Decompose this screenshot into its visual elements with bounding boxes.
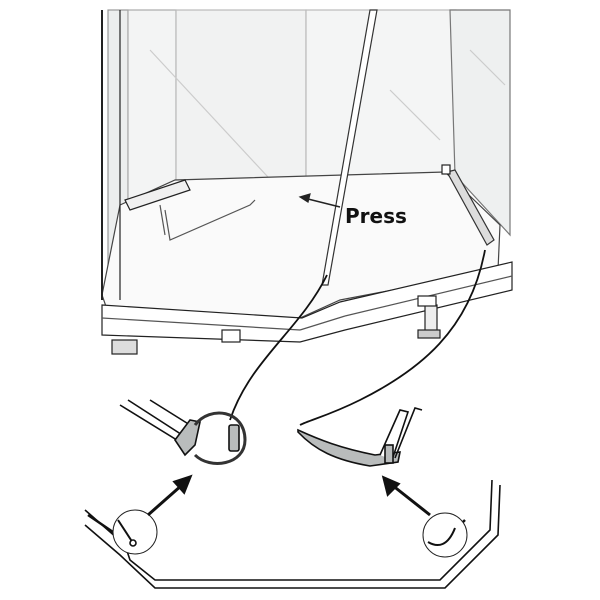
shower-enclosure xyxy=(101,9,513,355)
press-label: Press xyxy=(345,204,407,228)
leader-lines xyxy=(229,249,486,426)
round-seal-detail xyxy=(119,399,247,465)
tray-outline xyxy=(84,479,501,589)
detail-arrows xyxy=(147,474,431,517)
flat-seal-detail xyxy=(297,407,423,467)
